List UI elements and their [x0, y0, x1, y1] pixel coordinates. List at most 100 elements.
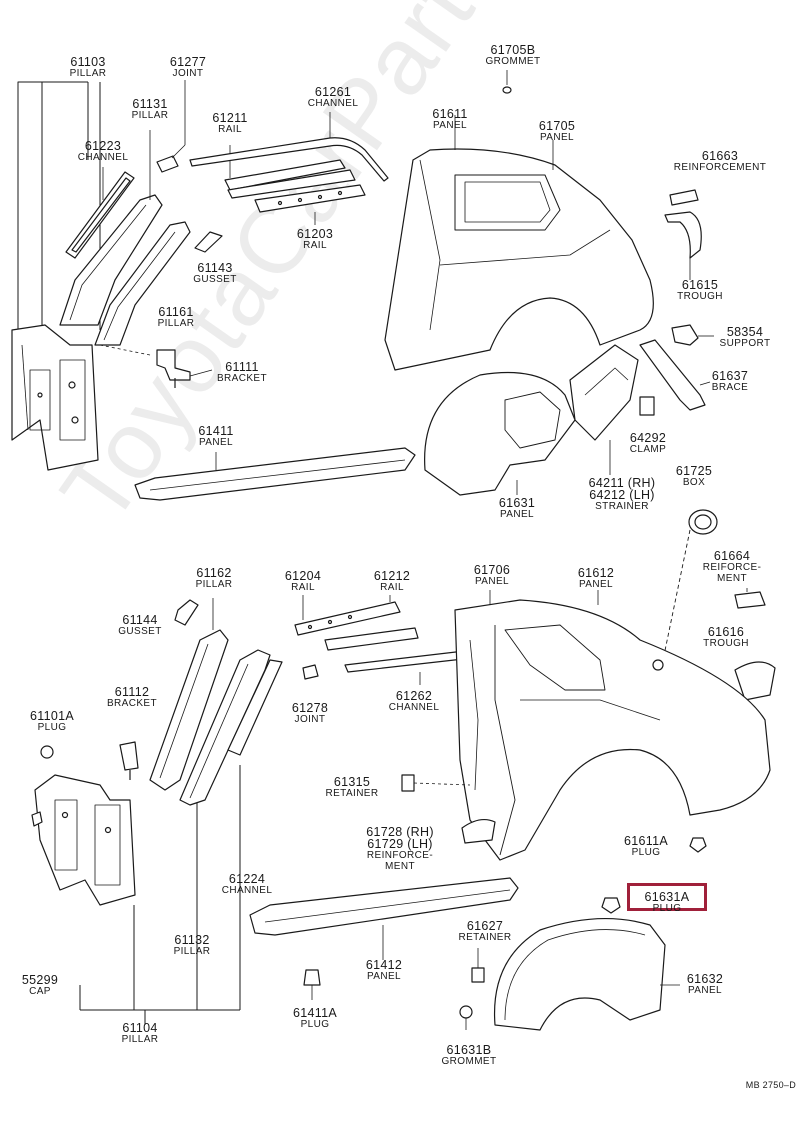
part-name: GROMMET	[441, 1056, 497, 1067]
wheelhouse-panel-61632-shape	[493, 917, 680, 1031]
part-number: 61161	[158, 305, 194, 319]
part-label-61144[interactable]: 61144 GUSSET	[118, 614, 162, 637]
part-label-61615[interactable]: 61615 TROUGH	[677, 279, 723, 302]
part-label-61706[interactable]: 61706 PANEL	[474, 564, 510, 587]
part-number: 61111	[225, 360, 259, 374]
part-label-61104[interactable]: 61104 PILLAR	[122, 1022, 159, 1045]
part-name: PLUG	[652, 903, 682, 914]
part-name: CHANNEL	[388, 702, 440, 713]
part-number: 61162	[196, 566, 232, 580]
part-label-61411A[interactable]: 61411A PLUG	[293, 1007, 337, 1030]
part-label-61631[interactable]: 61631 PANEL	[499, 497, 535, 520]
part-label-61161[interactable]: 61161 PILLAR	[158, 306, 195, 329]
part-label-61132[interactable]: 61132 PILLAR	[174, 934, 211, 957]
part-label-61728-61729[interactable]: 61728 (RH) 61729 (LH) REINFORCE- MENT	[366, 826, 434, 872]
small-fasteners-bottom	[303, 948, 485, 1030]
part-label-61143[interactable]: 61143 GUSSET	[193, 262, 237, 285]
part-number: 55299	[21, 973, 59, 987]
rail-61211-61203-shapes	[224, 145, 366, 225]
part-number: 58354	[726, 325, 764, 339]
part-name: PLUG	[300, 1019, 330, 1030]
part-label-61103[interactable]: 61103 PILLAR	[70, 56, 107, 79]
support-brace-clamp	[639, 324, 714, 416]
part-label-61261[interactable]: 61261 CHANNEL	[308, 86, 359, 109]
part-label-61411[interactable]: 61411 PANEL	[198, 425, 233, 448]
part-label-61223[interactable]: 61223 CHANNEL	[78, 140, 129, 163]
part-name: PILLAR	[173, 946, 211, 957]
part-name: PANEL	[432, 120, 468, 131]
part-name: PANEL	[198, 437, 234, 448]
part-number: 61278	[291, 701, 329, 715]
part-label-64211-64212[interactable]: 64211 (RH) 64212 (LH) STRAINER	[589, 477, 656, 512]
part-name: BRACE	[711, 382, 749, 393]
part-label-61131[interactable]: 61131 PILLAR	[132, 98, 169, 121]
part-name: BRACKET	[216, 373, 268, 384]
part-label-61224[interactable]: 61224 CHANNEL	[222, 873, 273, 896]
part-label-61725[interactable]: 61725 BOX	[676, 465, 712, 488]
part-number: 61204	[284, 569, 322, 583]
drawing-reference: MB 2750–D	[745, 1080, 796, 1090]
part-label-61705[interactable]: 61705 PANEL	[539, 120, 575, 143]
part-label-61663[interactable]: 61663 REINFORCEMENT	[674, 150, 766, 173]
part-name: CHANNEL	[77, 152, 129, 163]
part-name: PANEL	[578, 579, 614, 590]
part-label-61616[interactable]: 61616 TROUGH	[703, 626, 749, 649]
part-label-61705B[interactable]: 61705B GROMMET	[485, 44, 540, 67]
part-label-61101A[interactable]: 61101A PLUG	[30, 710, 74, 733]
wheelhouse-panel-61631-shape	[424, 371, 576, 496]
part-label-61162[interactable]: 61162 PILLAR	[196, 567, 233, 590]
part-label-61212[interactable]: 61212 RAIL	[374, 570, 410, 593]
quarter-panel-61611-shape	[384, 70, 654, 371]
part-name: RAIL	[380, 582, 404, 593]
part-label-61211[interactable]: 61211 RAIL	[212, 112, 247, 135]
part-label-61315[interactable]: 61315 RETAINER	[325, 776, 378, 799]
part-label-61203[interactable]: 61203 RAIL	[297, 228, 333, 251]
part-label-61277[interactable]: 61277 JOINT	[170, 56, 206, 79]
part-name: PILLAR	[195, 579, 233, 590]
part-label-61611A[interactable]: 61611A PLUG	[624, 835, 668, 858]
part-name: SUPPORT	[719, 338, 771, 349]
part-label-61262[interactable]: 61262 CHANNEL	[389, 690, 440, 713]
part-name: CHANNEL	[307, 98, 359, 109]
part-number: 61412	[365, 958, 403, 972]
part-number: 61212	[373, 569, 411, 583]
part-name: CHANNEL	[221, 885, 273, 896]
part-number: 61632	[686, 972, 724, 986]
front-pillar-assembly-top	[11, 324, 99, 471]
part-label-61278[interactable]: 61278 JOINT	[292, 702, 328, 725]
part-label-61664[interactable]: 61664 REIFORCE- MENT	[703, 550, 762, 584]
pillar-61131-shape	[59, 130, 163, 326]
part-label-61637[interactable]: 61637 BRACE	[712, 370, 748, 393]
part-number: 61411A	[293, 1006, 337, 1020]
part-label-61611[interactable]: 61611 PANEL	[432, 108, 467, 131]
part-number-alt: 64212 (LH)	[589, 488, 655, 502]
part-number: 61211	[212, 111, 248, 125]
part-name-cont: MENT	[385, 861, 415, 872]
part-name: PILLAR	[121, 1034, 159, 1045]
part-label-61631A[interactable]: 61631A PLUG	[645, 891, 690, 914]
part-label-58354[interactable]: 58354 SUPPORT	[720, 326, 771, 349]
part-number: 64292	[629, 431, 667, 445]
highlight-box-61631A	[627, 883, 707, 911]
part-name: RAIL	[291, 582, 315, 593]
part-label-61632[interactable]: 61632 PANEL	[687, 973, 723, 996]
part-label-61412[interactable]: 61412 PANEL	[366, 959, 402, 982]
part-label-61631B[interactable]: 61631B GROMMET	[441, 1044, 496, 1067]
part-name: PLUG	[631, 847, 661, 858]
part-name: GROMMET	[485, 56, 541, 67]
part-name: CLAMP	[629, 444, 667, 455]
part-label-61204[interactable]: 61204 RAIL	[285, 570, 321, 593]
part-name-cont: MENT	[717, 573, 747, 584]
part-label-61112[interactable]: 61112 BRACKET	[107, 686, 157, 709]
part-name: PILLAR	[157, 318, 195, 329]
part-name: PLUG	[37, 722, 67, 733]
part-label-61111[interactable]: 61111 BRACKET	[217, 361, 267, 384]
part-number: 61631B	[446, 1043, 492, 1057]
part-label-64292[interactable]: 64292 CLAMP	[630, 432, 666, 455]
gusset-61143-shape	[194, 231, 223, 253]
part-label-55299[interactable]: 55299 CAP	[22, 974, 58, 997]
part-label-61627[interactable]: 61627 RETAINER	[458, 920, 511, 943]
part-name: RAIL	[218, 124, 242, 135]
part-label-61612[interactable]: 61612 PANEL	[578, 567, 614, 590]
part-number: 61615	[681, 278, 719, 292]
